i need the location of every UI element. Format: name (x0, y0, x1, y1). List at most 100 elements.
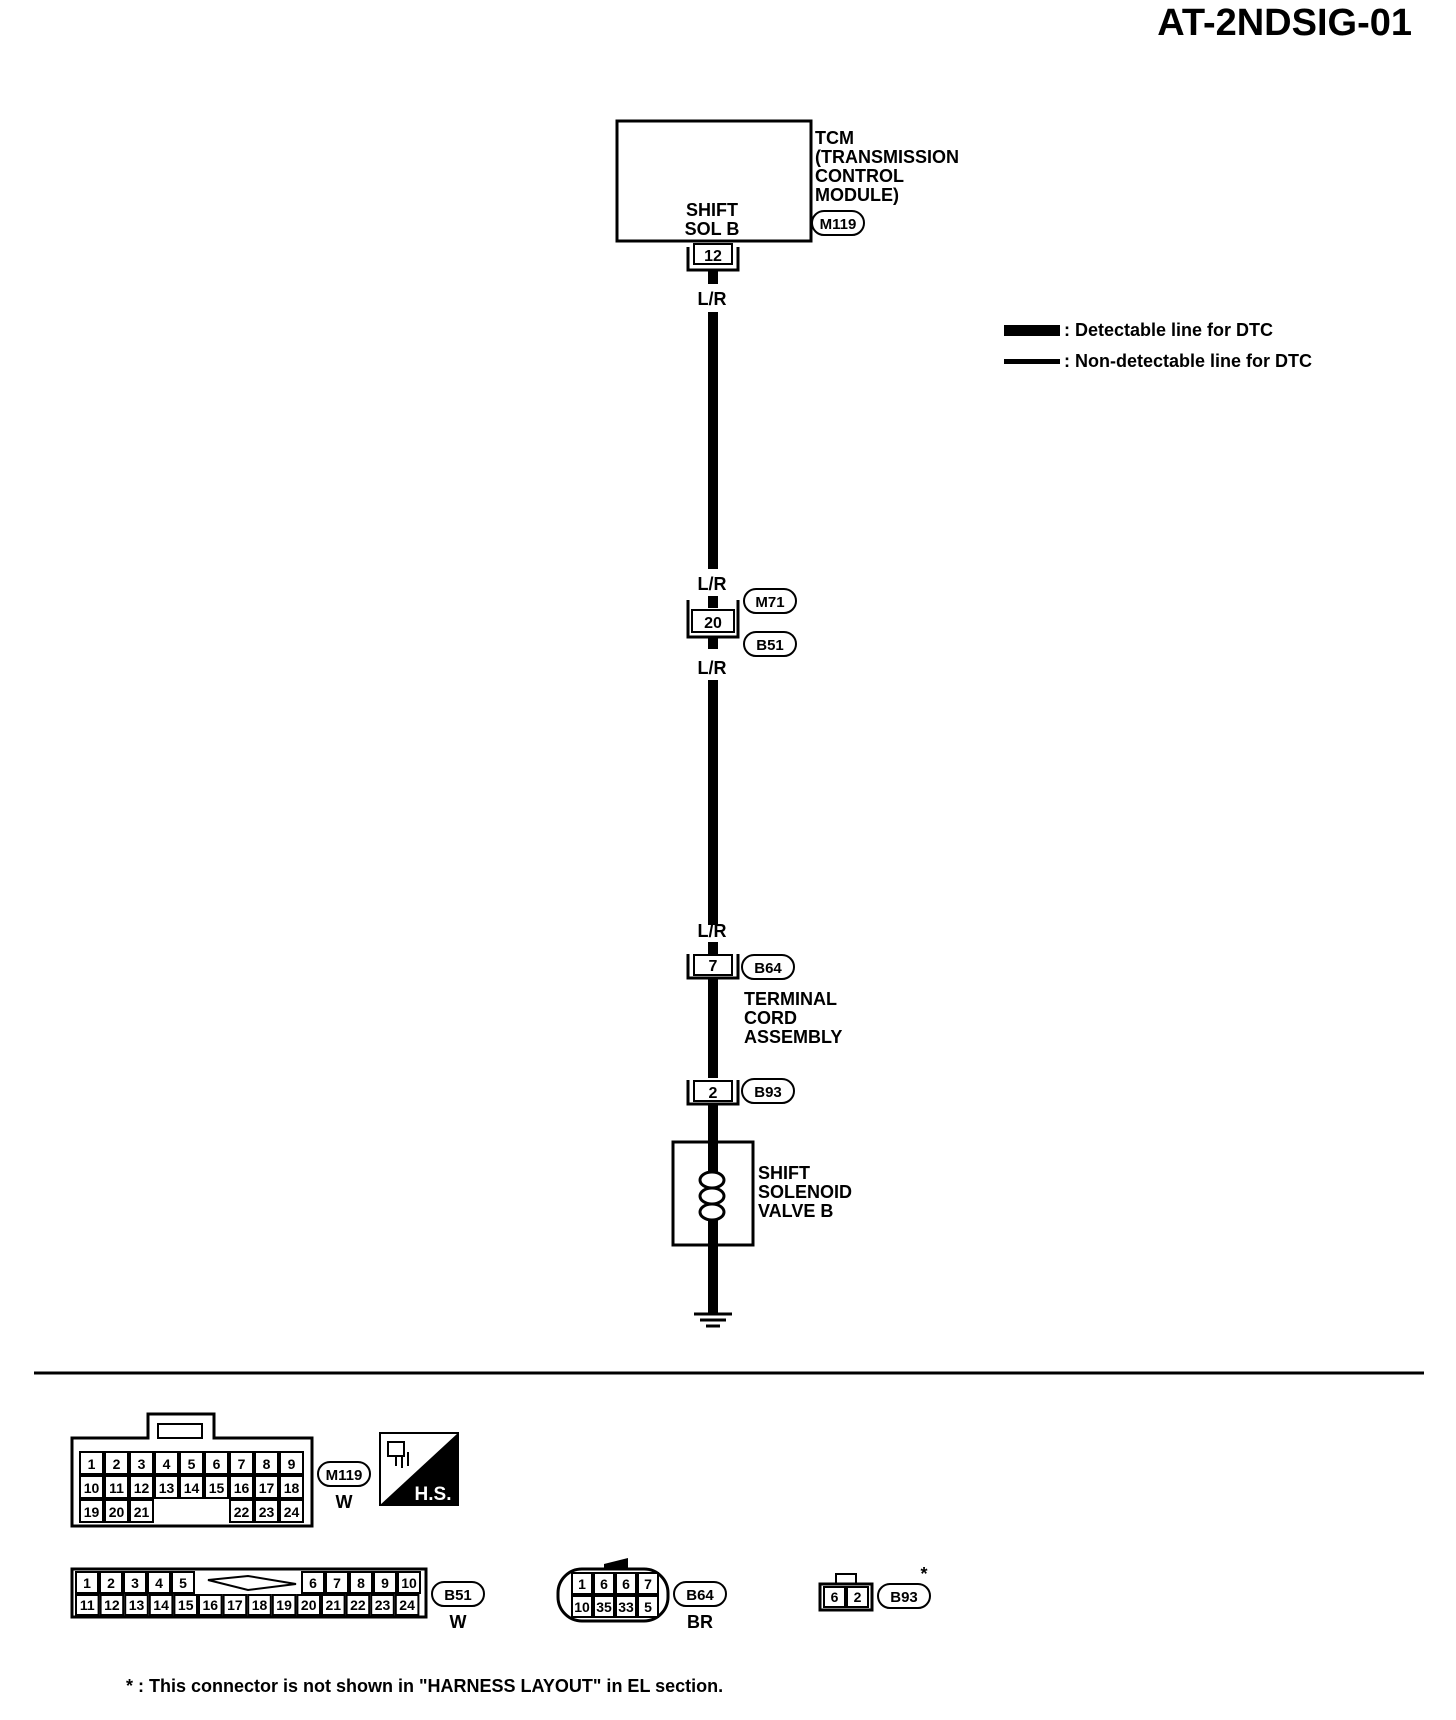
b51-pin-8-cell (349, 1571, 373, 1594)
legend-non-detectable: : Non-detectable line for DTC (1004, 351, 1312, 372)
b51-pin-2-label: 2 (107, 1575, 115, 1591)
b51-pin-7-cell (325, 1571, 349, 1594)
b64-pin-0-cell (571, 1572, 593, 1595)
m119-pin-17-label: 17 (259, 1480, 275, 1496)
m119-pin-14-cell (179, 1475, 204, 1499)
terminal-cord-label-3: ASSEMBLY (744, 1027, 843, 1047)
wire-segment-7 (708, 1245, 718, 1313)
b51-pin-20-label: 20 (301, 1597, 317, 1613)
b64-pin-b0-cell (571, 1595, 593, 1618)
m119-pin-17-cell (254, 1475, 279, 1499)
m119-pin-9-label: 9 (288, 1456, 296, 1472)
m119-pin-18-label: 18 (284, 1480, 300, 1496)
b64-diagram-id-oval (741, 954, 795, 980)
solenoid-label-1: SHIFT (758, 1163, 810, 1183)
wire-segment-1a (708, 270, 718, 284)
m119-pin-20-cell (104, 1499, 129, 1523)
b64-pin-1-cell (593, 1572, 615, 1595)
tcm-title-line-4: MODULE) (815, 185, 899, 205)
legend-detectable: : Detectable line for DTC (1004, 320, 1273, 341)
b64-key (604, 1558, 628, 1569)
hs-badge: H.S. (379, 1432, 459, 1506)
joint-terminal: 20 (704, 615, 722, 632)
b51-pin-4-label: 4 (155, 1575, 163, 1591)
solenoid-label-3: VALVE B (758, 1201, 834, 1221)
b64-pin-b2-label: 33 (618, 1599, 634, 1615)
m119-pin-4-cell (154, 1451, 179, 1475)
m119-pin-11-cell (104, 1475, 129, 1499)
b51-pin-15-cell (173, 1594, 198, 1616)
b51-pin-16-label: 16 (203, 1597, 219, 1613)
b51-pin-15-label: 15 (178, 1597, 194, 1613)
m119-pin-7-label: 7 (238, 1456, 246, 1472)
b51-pin-21-cell (321, 1594, 346, 1616)
wire-color-3: L/R (698, 658, 727, 678)
non-detectable-line-sample (1004, 359, 1060, 364)
b93-pin-2-label: 2 (854, 1589, 862, 1605)
b51-pin-14-label: 14 (153, 1597, 169, 1613)
tcm-terminal-box (693, 243, 733, 265)
m119-pin-16-label: 16 (234, 1480, 250, 1496)
b93-pin-2-cell (846, 1586, 869, 1608)
wire-segment-2a (708, 596, 718, 608)
tcm-terminal-label-2: SOL B (685, 219, 740, 239)
b93-terminal-box (693, 1080, 733, 1102)
legend-non-detectable-text: : Non-detectable line for DTC (1064, 351, 1313, 371)
legend-detectable-text: : Detectable line for DTC (1064, 320, 1274, 340)
b51-pin-2-cell (99, 1571, 123, 1594)
solenoid-wire-bottom (708, 1220, 718, 1245)
b93-id-oval (877, 1583, 931, 1609)
m119-pin-13-cell (154, 1475, 179, 1499)
b93-mark: * (920, 1564, 927, 1584)
b64-pin-2-label: 6 (622, 1576, 630, 1592)
footnote: * : This connector is not shown in "HARN… (126, 1676, 724, 1696)
m119-pin-22-cell (229, 1499, 254, 1523)
b64-pin-2-cell (615, 1572, 637, 1595)
b64-pin-b1-label: 35 (596, 1599, 612, 1615)
tcm-box (615, 119, 813, 243)
tcm-title-line-3: CONTROL (815, 166, 904, 186)
b64-pin-3-cell (637, 1572, 659, 1595)
b51-key (207, 1574, 297, 1592)
m119-pin-15-cell (204, 1475, 229, 1499)
b64-name: B64 (686, 1587, 714, 1604)
tcm-terminal-label-1: SHIFT (686, 200, 738, 220)
b51-id-oval (431, 1581, 485, 1607)
b51-color: W (450, 1612, 467, 1632)
coil-icon (698, 1170, 726, 1222)
m71-connector-id: M71 (755, 594, 784, 611)
m119-color: W (336, 1492, 353, 1512)
b51-pin-12-cell (99, 1594, 125, 1616)
m119-pin-23-cell (254, 1499, 279, 1523)
m119-pin-13-label: 13 (159, 1480, 175, 1496)
hand-icon (387, 1441, 409, 1468)
tcm-terminal: 12 (704, 248, 722, 265)
b93-diagram-id-oval (741, 1078, 795, 1104)
wire-color-1: L/R (698, 289, 727, 309)
b93-pin-6-label: 6 (831, 1589, 839, 1605)
b51-pin-11-cell (75, 1594, 100, 1616)
b51-pin-1-label: 1 (83, 1575, 91, 1591)
b64-pin-b0-label: 10 (574, 1599, 590, 1615)
wire-segment-3 (708, 680, 718, 925)
b64-terminal-box (693, 954, 733, 976)
tcm-id-oval (811, 210, 865, 236)
b64-id-oval (673, 1581, 727, 1607)
m119-pin-6-cell (204, 1451, 229, 1475)
m119-pin-5-label: 5 (188, 1456, 196, 1472)
b51-pin-6-cell (301, 1571, 325, 1594)
m119-pin-20-label: 20 (109, 1504, 125, 1520)
m119-pin-12-cell (129, 1475, 154, 1499)
b51-pin-13-label: 13 (129, 1597, 145, 1613)
tcm-title-line-1: TCM (815, 128, 854, 148)
b93-name: B93 (890, 1589, 918, 1606)
b51-pin-5-label: 5 (179, 1575, 187, 1591)
m119-pin-23-label: 23 (259, 1504, 275, 1520)
m119-pin-3-cell (129, 1451, 154, 1475)
m119-pin-1-label: 1 (88, 1456, 96, 1472)
b51-pin-22-label: 22 (350, 1597, 366, 1613)
page-id: AT-2NDSIG-01 (1157, 2, 1412, 44)
b51-pin-11-label: 11 (80, 1597, 95, 1613)
b51-pin-10-cell (397, 1571, 421, 1594)
